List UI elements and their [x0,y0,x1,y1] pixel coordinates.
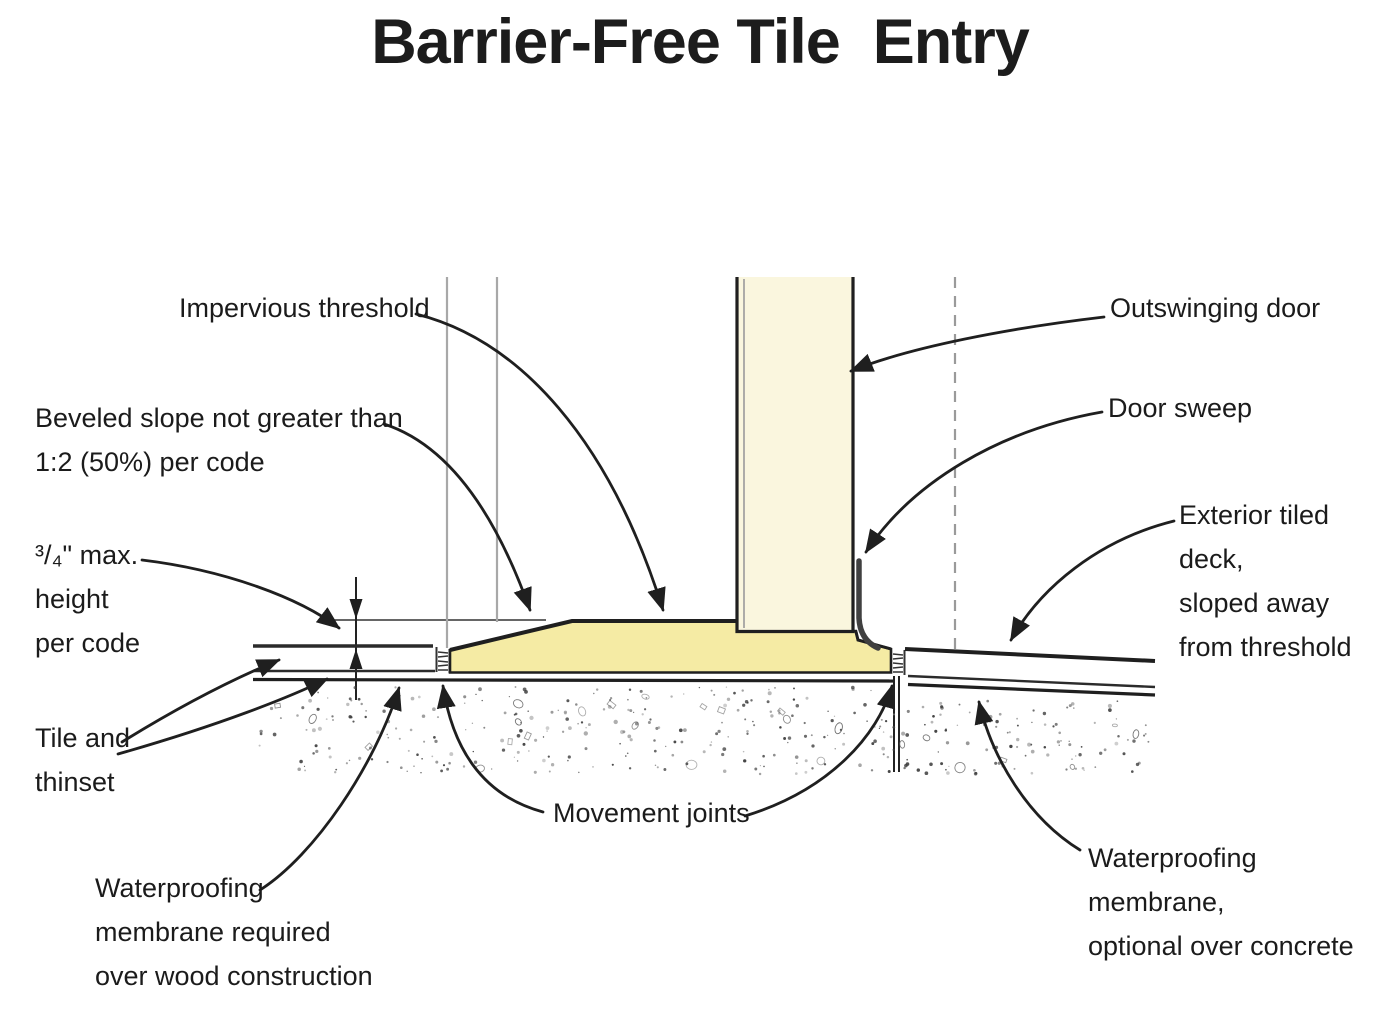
interior-floor [252,644,894,683]
label-exterior-deck: Exterior tiled deck, sloped away from th… [1179,500,1352,662]
threshold-top-edge [449,619,742,652]
dimension-arrow-up [349,649,363,669]
leader-exterior-deck [1009,519,1176,642]
leader-arrows [116,312,1176,892]
page-title: Barrier-Free Tile Entry [371,7,1030,77]
leader-movement-joint-left [436,684,545,814]
movement-joint-right [892,650,906,675]
leader-impervious-threshold [414,312,666,612]
leader-movement-joint-right [743,684,896,818]
leader-waterproofing-wood [258,686,402,892]
label-beveled-slope: Beveled slope not greater than 1:2 (50%)… [35,403,403,477]
exterior-deck-shape [904,647,1156,697]
movement-joint-left [435,647,451,673]
leader-beveled-slope [382,422,532,612]
label-movement-joints: Movement joints [553,798,750,828]
membrane-line-right [907,682,1156,697]
label-door-sweep: Door sweep [1108,393,1253,423]
door [735,277,881,651]
leader-door-sweep [864,410,1104,554]
leader-max-height [140,558,341,630]
leader-tile [120,658,281,744]
label-outswinging-door: Outswinging door [1110,293,1321,323]
label-impervious-threshold: Impervious threshold [179,293,430,323]
threshold-shape [448,619,893,674]
label-waterproofing-concrete: Waterproofing membrane, optional over co… [1088,843,1354,961]
label-max-height: ³/₄" max. height per code [35,540,141,658]
deck-top-line [904,647,1156,663]
concrete-stipple [258,685,1150,776]
threshold-right-edge [854,631,892,651]
label-waterproofing-wood: Waterproofing membrane required over woo… [95,873,373,991]
membrane-line-left [252,677,894,683]
deck-bottom-line [907,674,1156,689]
leader-thinset [116,677,329,756]
leader-waterproofing-concrete [974,700,1082,852]
concrete-joint [893,676,900,772]
dimension-arrow-down [349,599,363,619]
label-tile-thinset: Tile and thinset [35,723,131,797]
leader-outswinging-door [849,315,1106,373]
door-panel [735,277,855,634]
door-sweep-shape [856,558,881,651]
